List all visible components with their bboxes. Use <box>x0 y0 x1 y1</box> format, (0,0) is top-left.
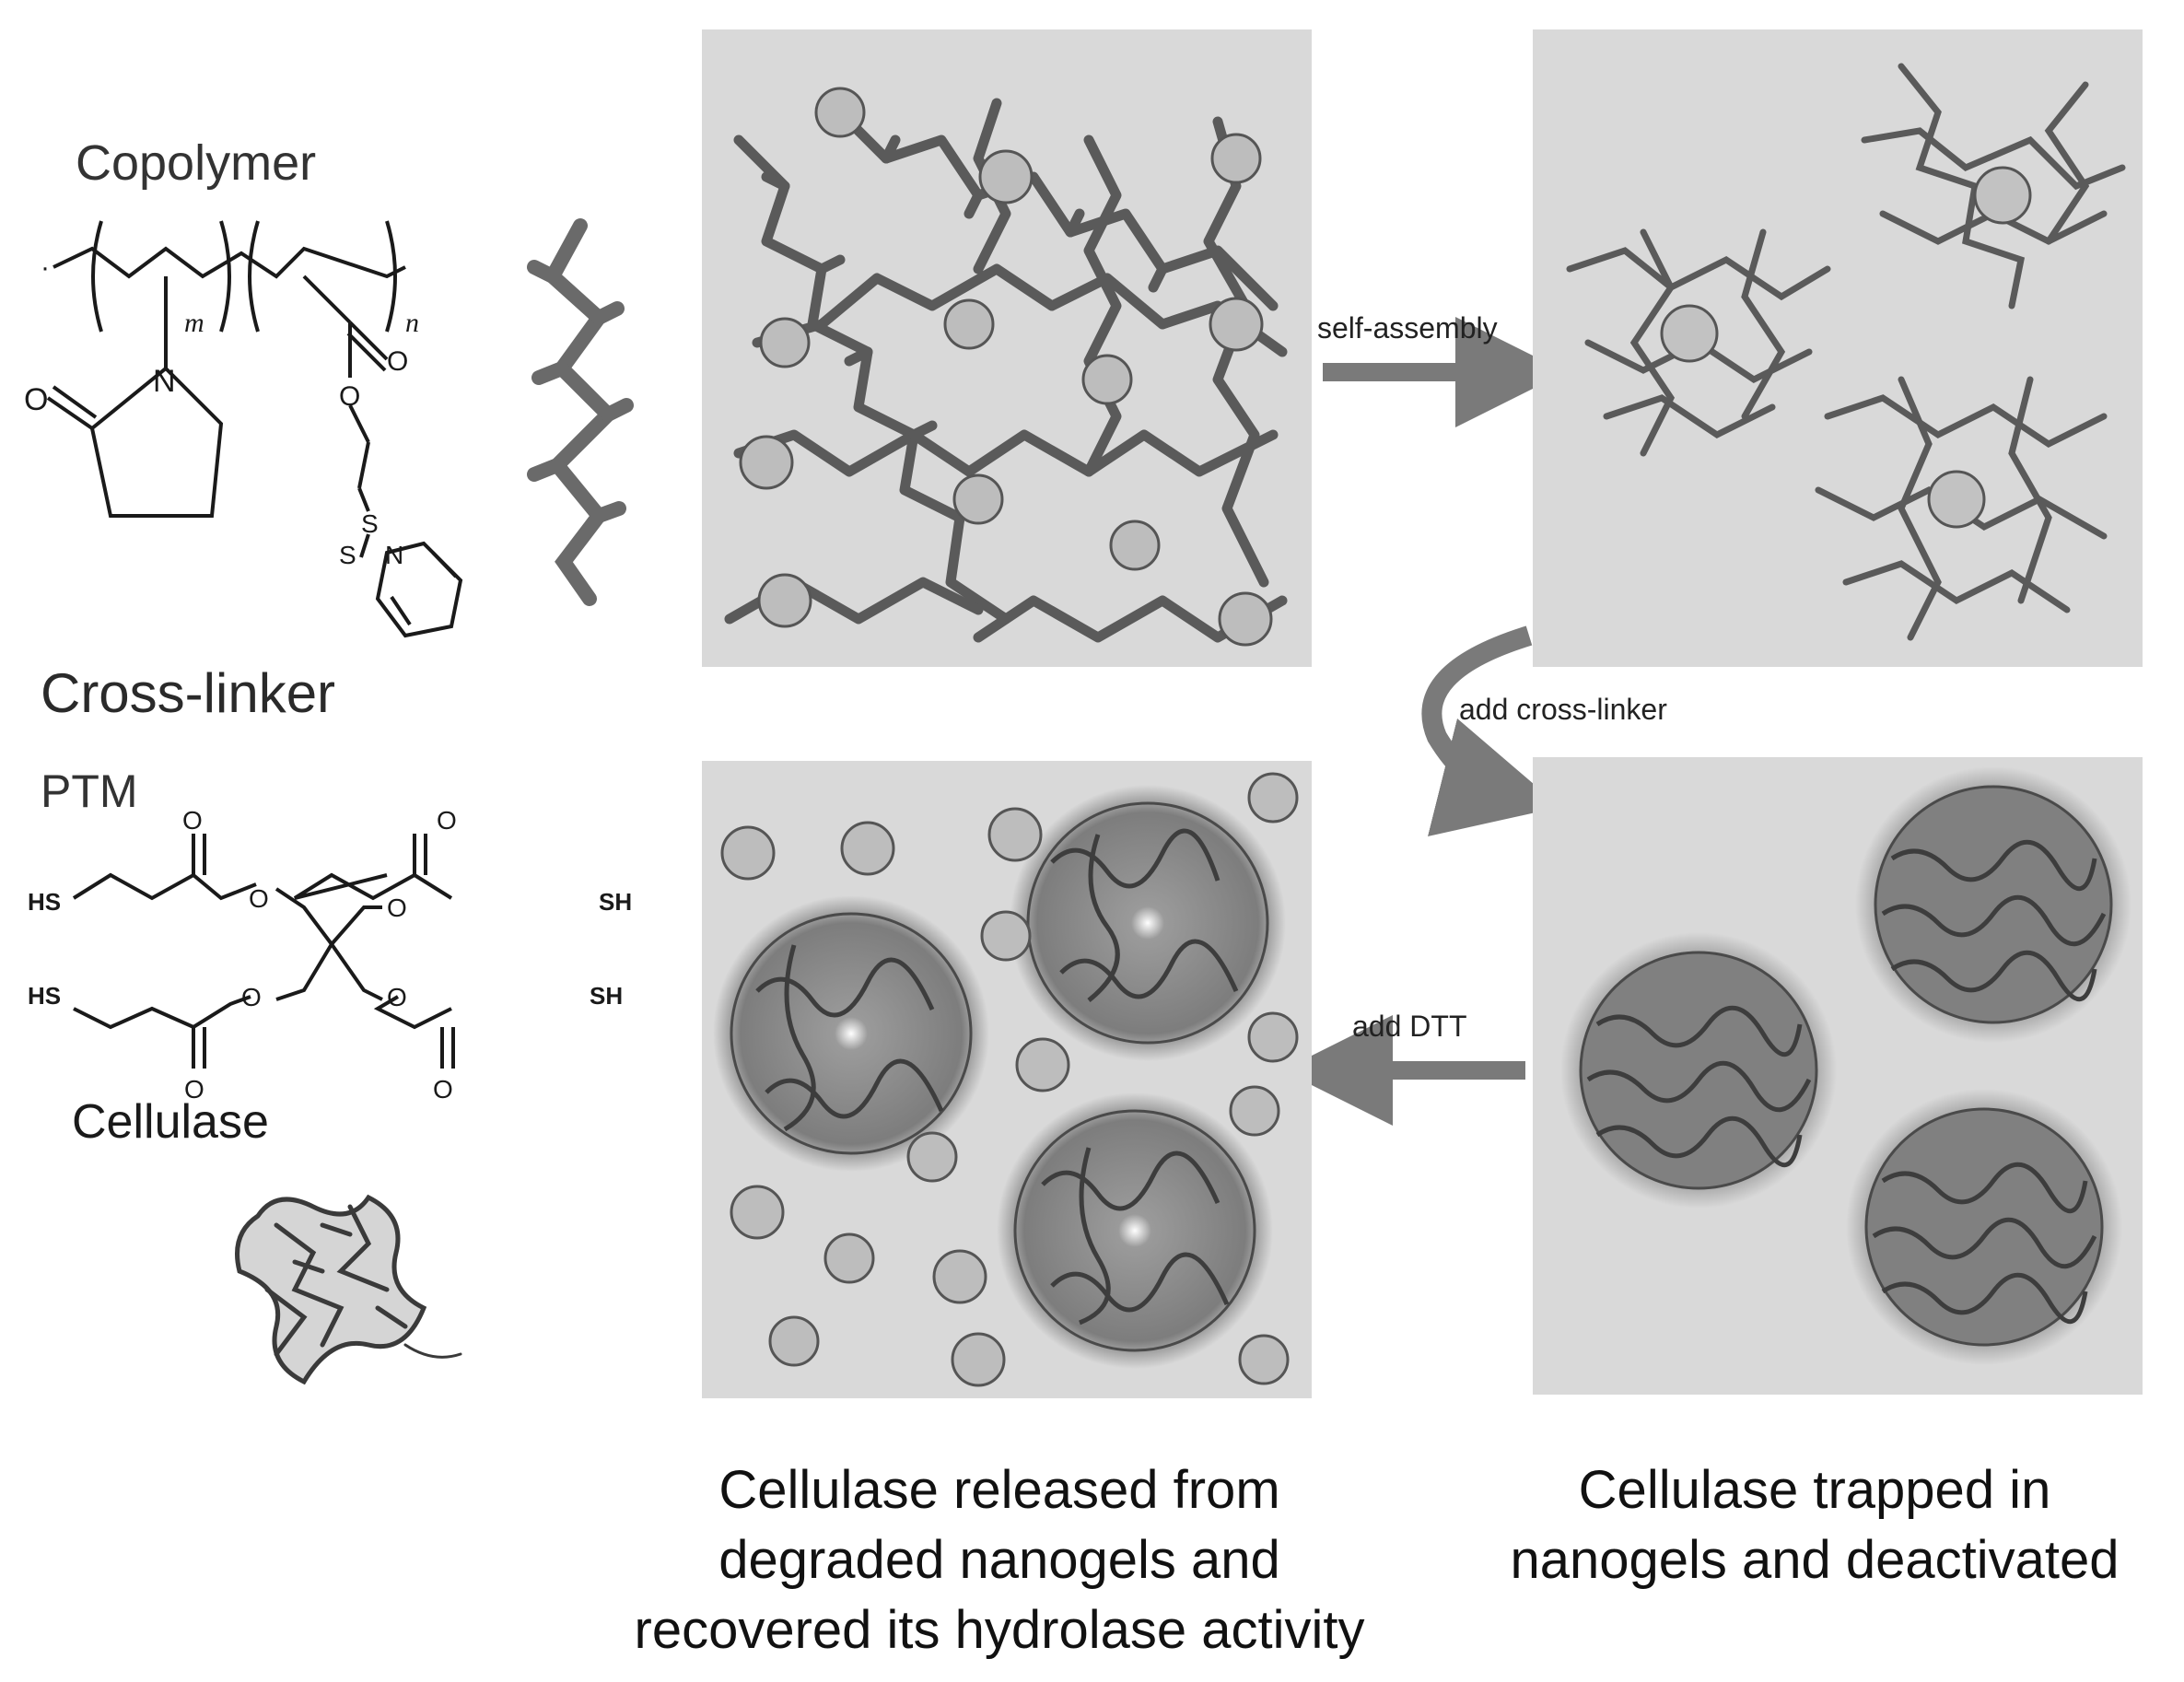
atom-o-carbonyl: O <box>387 346 408 377</box>
add-crosslinker-label: add cross-linker <box>1459 693 1667 726</box>
caption-released-line-2: degraded nanogels and <box>718 1530 1280 1590</box>
caption-released-line-3: recovered its hydrolase activity <box>634 1600 1365 1660</box>
ptm-structure <box>72 834 455 1069</box>
copolymer-structure: · <box>41 220 463 638</box>
caption-trapped: Cellulase trapped in nanogels and deacti… <box>1455 1455 2174 1595</box>
caption-trapped-line-2: nanogels and deactivated <box>1510 1530 2120 1590</box>
ptm-atom-o-1: O <box>182 806 203 835</box>
atom-n: N <box>153 364 176 399</box>
polymer-chain-icon <box>527 218 634 606</box>
crosslinker-label: Cross-linker <box>41 662 336 724</box>
add-dtt-label: add DTT <box>1352 1010 1467 1043</box>
svg-text:·: · <box>41 252 50 283</box>
subscript-m: m <box>184 308 204 338</box>
caption-released-line-1: Cellulase released from <box>718 1460 1280 1520</box>
atom-s-1: S <box>361 509 379 538</box>
ptm-atom-o-8: O <box>433 1075 453 1104</box>
panel-self-assembled <box>1533 29 2143 667</box>
atom-s-2: S <box>339 541 356 569</box>
panel-crosslinked-nanogels <box>1533 757 2143 1395</box>
ptm-atom-o-2: O <box>437 806 457 835</box>
caption-trapped-line-1: Cellulase trapped in <box>1578 1460 2051 1520</box>
ptm-atom-hs-1: HS <box>28 888 61 916</box>
caption-released: Cellulase released from degraded nanogel… <box>571 1455 1428 1665</box>
ptm-atom-o-6: O <box>387 983 407 1011</box>
cellulase-label: Cellulase <box>72 1095 269 1149</box>
ptm-atom-hs-2: HS <box>28 982 61 1010</box>
self-assembly-label: self-assembly <box>1317 311 1498 345</box>
ptm-atom-o-4: O <box>387 894 407 922</box>
cellulase-enzyme-icon <box>235 1194 462 1385</box>
panel-polymer-network <box>702 29 1312 667</box>
atom-o-ester: O <box>339 381 360 412</box>
subscript-n: n <box>405 308 419 338</box>
ptm-atom-sh-2: SH <box>590 982 623 1010</box>
panel-degraded-nanogels <box>702 761 1312 1398</box>
ptm-atom-o-5: O <box>241 983 262 1011</box>
ptm-atom-sh-1: SH <box>599 888 632 916</box>
copolymer-label: Copolymer <box>76 135 317 191</box>
atom-o-ring: O <box>24 382 48 417</box>
atom-n-pyridine: N <box>385 541 403 569</box>
ptm-atom-o-3: O <box>249 884 269 913</box>
ptm-label: PTM <box>41 765 138 817</box>
